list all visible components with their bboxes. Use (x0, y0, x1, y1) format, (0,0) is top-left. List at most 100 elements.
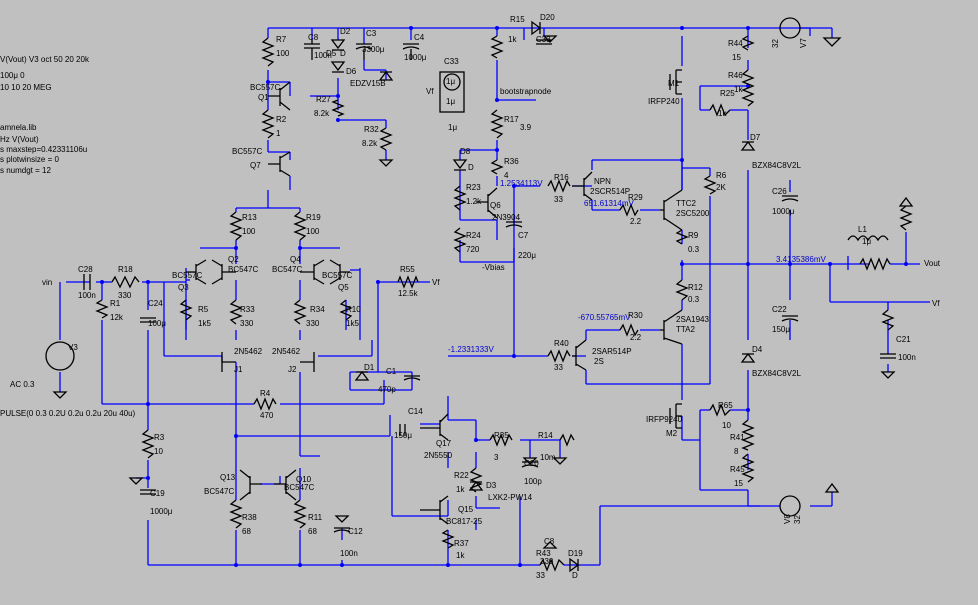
label-r16-val: 33 (554, 195, 563, 204)
label-q15-ref: Q15 (458, 505, 474, 514)
label-r14-val: 330 (540, 557, 554, 566)
bjt-pnp-driver (572, 339, 587, 371)
resistor-r19 (293, 211, 307, 241)
label-q13-model: BC547C (204, 487, 234, 496)
label-d19-val: D (572, 571, 578, 580)
label-r43-val: 1k (718, 109, 727, 118)
resistor-r18 (111, 275, 140, 289)
node-vf-r45: Vf (932, 299, 940, 308)
label-r2-val: 1 (276, 129, 281, 138)
jfet-j2 (300, 352, 315, 372)
label-r30-ref: R30 (628, 311, 643, 320)
bjt-q15 (420, 495, 449, 525)
label-r49-ref: R37 (454, 539, 469, 548)
label-r23-ref: R23 (466, 183, 481, 192)
label-c1-ref: C24 (148, 299, 163, 308)
label-r2-ref: R2 (276, 115, 287, 124)
capacitor-c8 (304, 40, 320, 60)
label-r40-ref: R40 (554, 339, 569, 348)
label-v7: V7 (799, 38, 808, 48)
label-r10-val: 1k5 (346, 319, 359, 328)
resistor-r55 (397, 275, 419, 289)
label-q6-ref: Q6 (490, 201, 501, 210)
directive-line-7: s plotwinsize = 0 (0, 155, 59, 164)
label-q15-model: BC817-25 (446, 517, 483, 526)
ground-icon (542, 541, 558, 549)
ground-icon (334, 515, 350, 523)
label-d1-ref: D1 (364, 363, 375, 372)
label-r12-val: 0.3 (688, 295, 700, 304)
diode-d5 (330, 61, 346, 73)
label-r12-ref: R12 (688, 283, 703, 292)
directive-line-5: Hz V(Vout) (0, 135, 39, 144)
label-r6-ref: R6 (716, 171, 727, 180)
label-q17-model: 2N5550 (424, 451, 453, 460)
wires (59, 27, 930, 566)
capacitor-c27 (781, 315, 799, 322)
label-c19-val: 100p (524, 477, 542, 486)
label-l1-ref: L1 (858, 225, 867, 234)
label-d7-val: BZX84C8V2L (752, 161, 801, 170)
label-r17-ref: R17 (504, 115, 519, 124)
label-r30-val: 2.2 (630, 333, 642, 342)
capacitor-c14 (505, 221, 523, 228)
bjt-q3 (186, 259, 207, 285)
label-c28-ref: C33 (536, 35, 551, 44)
bjt-q4 (300, 259, 325, 285)
label-c33-ref: C33 (444, 57, 459, 66)
label-c10-val: 150μ (394, 431, 412, 440)
label-pnp-model: 2S (594, 357, 604, 366)
ground-icon (128, 477, 144, 485)
diode-d8 (452, 159, 468, 171)
label-c26-ref: C12 (348, 527, 363, 536)
component-labels: R7 100 BC557C Q1 R2 1 BC557C Q7 C8 100n … (42, 13, 941, 580)
resistor-r35 (489, 433, 513, 447)
label-r3-val: 10 (154, 447, 163, 456)
resistor-r30 (619, 323, 639, 337)
label-ttc2-ref: TTC2 (676, 199, 697, 208)
junctions (100, 26, 908, 567)
label-c8b: C8 (544, 537, 555, 546)
source-pulse-label: PULSE(0 0.3 0.2U 0.2u 0.2u 20u 40u) (0, 409, 136, 418)
resistor-r36 (490, 159, 504, 175)
label-j2-model: 2N5462 (272, 347, 301, 356)
label-pnp-ref: 2SAR514P (592, 347, 632, 356)
node-vin: vin (42, 278, 52, 287)
label-c21-val: 100n (898, 353, 916, 362)
zener-d7 (740, 140, 756, 151)
label-r25-val: 15 (734, 479, 743, 488)
ground-icon (542, 35, 558, 43)
resistor-r44 (709, 403, 731, 417)
bjt-q2 (211, 259, 236, 285)
ground-icon (824, 482, 840, 493)
label-c7-ref: C1 (386, 367, 397, 376)
label-d8-ref: D8 (460, 147, 471, 156)
label-l1-val: 1μ (862, 237, 871, 246)
resistor-r15 (490, 35, 504, 59)
label-c24-ref: C28 (78, 265, 93, 274)
voltage-probe-1: 1.2534113V (500, 179, 543, 188)
resistor-r40 (547, 349, 571, 363)
label-r38-ref: R38 (242, 513, 257, 522)
label-r34-val: 330 (306, 319, 320, 328)
spice-directives: V(Vout) V3 oct 50 20 20k 100μ 0 10 10 20… (0, 55, 136, 418)
label-r6-val: 2K (716, 183, 726, 192)
bjt-npn-driver (572, 171, 593, 201)
label-c27-ref: C22 (772, 305, 787, 314)
bootstrap-ring (443, 73, 461, 91)
label-r36-val: 4 (504, 171, 509, 180)
label-v3: V3 (68, 343, 78, 352)
label-r55-ref: R55 (400, 265, 415, 274)
label-c27-val: 150μ (772, 325, 790, 334)
label-r42-val: 10m (540, 453, 556, 462)
capacitor-c3 (355, 43, 373, 60)
label-c10-ref: C14 (408, 407, 423, 416)
resistor-r33 (229, 299, 243, 325)
resistor-r34 (293, 299, 307, 325)
resistor-r46 (741, 419, 755, 451)
label-v8-val: 32 (793, 515, 802, 524)
label-r13-val: 100 (242, 227, 256, 236)
bjt-q5 (329, 259, 350, 285)
resistor-r25 (741, 453, 755, 483)
label-d3-ref: D3 (486, 481, 497, 490)
